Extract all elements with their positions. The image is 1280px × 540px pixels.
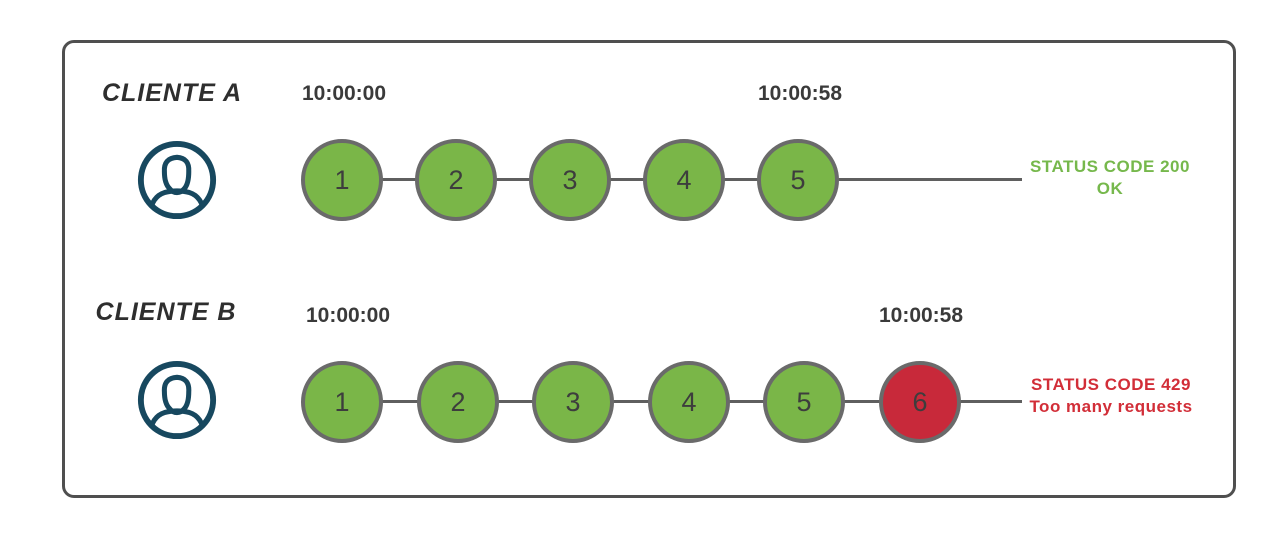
client-b-user-avatar-icon bbox=[135, 358, 219, 442]
client-a-label: CLIENTE A bbox=[101, 79, 243, 107]
request-node-a2-number: 2 bbox=[448, 164, 464, 195]
request-node-b2-number: 2 bbox=[450, 386, 466, 417]
request-node-a3-number: 3 bbox=[562, 164, 578, 195]
status-a-line1: STATUS CODE 200 bbox=[1030, 157, 1190, 176]
status-a-line2: OK bbox=[1096, 179, 1124, 198]
request-node-b5-number: 5 bbox=[796, 386, 812, 417]
timestamp-a-end: 10:00:58 bbox=[757, 82, 843, 105]
request-node-b4-number: 4 bbox=[681, 386, 697, 417]
request-node-b3-number: 3 bbox=[565, 386, 581, 417]
request-node-a1: 1 bbox=[301, 139, 383, 221]
timestamp-b-end: 10:00:58 bbox=[878, 304, 964, 327]
status-a-text: STATUS CODE 200 OK bbox=[1030, 156, 1190, 200]
client-b-label: CLIENTE B bbox=[95, 298, 237, 326]
request-node-b6-rate-limited: 6 bbox=[879, 361, 961, 443]
status-b-text: STATUS CODE 429 Too many requests bbox=[1029, 374, 1192, 418]
request-node-b1-number: 1 bbox=[334, 386, 350, 417]
request-node-a2: 2 bbox=[415, 139, 497, 221]
status-b-line2: Too many requests bbox=[1029, 397, 1193, 416]
request-node-b3: 3 bbox=[532, 361, 614, 443]
request-node-b2: 2 bbox=[417, 361, 499, 443]
client-a-user-avatar-icon bbox=[135, 138, 219, 222]
request-node-a4-number: 4 bbox=[676, 164, 692, 195]
request-node-b6-number: 6 bbox=[912, 386, 928, 417]
request-node-b1: 1 bbox=[301, 361, 383, 443]
request-node-a5-number: 5 bbox=[790, 164, 806, 195]
request-node-b4: 4 bbox=[648, 361, 730, 443]
request-node-a1-number: 1 bbox=[334, 164, 350, 195]
request-node-a5: 5 bbox=[757, 139, 839, 221]
timestamp-a-start: 10:00:00 bbox=[301, 82, 387, 105]
diagram-frame bbox=[62, 40, 1236, 498]
request-node-b5: 5 bbox=[763, 361, 845, 443]
status-b-line1: STATUS CODE 429 bbox=[1031, 375, 1191, 394]
request-node-a3: 3 bbox=[529, 139, 611, 221]
timestamp-b-start: 10:00:00 bbox=[305, 304, 391, 327]
request-node-a4: 4 bbox=[643, 139, 725, 221]
